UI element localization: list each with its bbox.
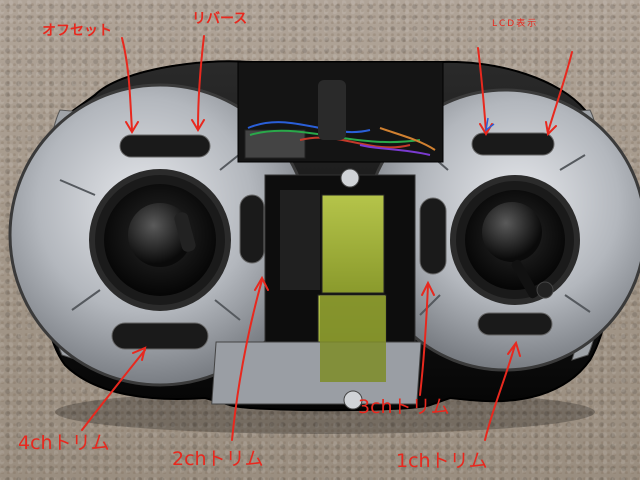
trim-1ch-label: 1chトリム bbox=[396, 450, 488, 472]
trim-3ch-label: 3chトリム bbox=[358, 396, 450, 418]
trim-4ch-label: 4chトリム bbox=[18, 432, 110, 454]
trim-2ch-label: 2chトリム bbox=[172, 448, 264, 470]
offset-label: オフセット bbox=[42, 23, 112, 39]
lcd-display-label: LCD表示 bbox=[492, 19, 539, 29]
reverse-label: リバース bbox=[192, 11, 248, 27]
